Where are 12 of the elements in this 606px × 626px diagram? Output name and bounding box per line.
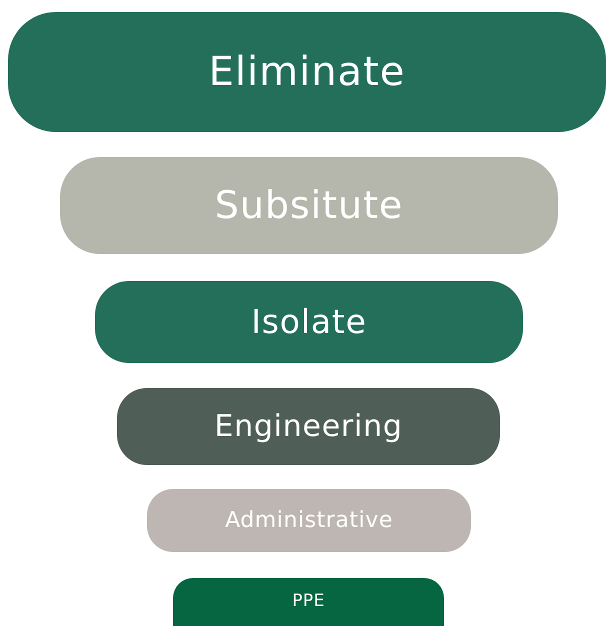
band-label: PPE: [292, 590, 325, 614]
funnel-band: [117, 388, 500, 465]
funnel-band: [60, 157, 558, 254]
funnel-band: [147, 489, 471, 552]
funnel-band: [95, 281, 523, 363]
funnel-band: [173, 578, 444, 626]
band-label: Isolate: [251, 301, 367, 344]
band-label: Administrative: [225, 507, 393, 535]
band-label: Subsitute: [214, 182, 404, 229]
band-label: Eliminate: [208, 48, 406, 97]
funnel-band: [8, 12, 606, 132]
band-label: Engineering: [214, 408, 403, 446]
